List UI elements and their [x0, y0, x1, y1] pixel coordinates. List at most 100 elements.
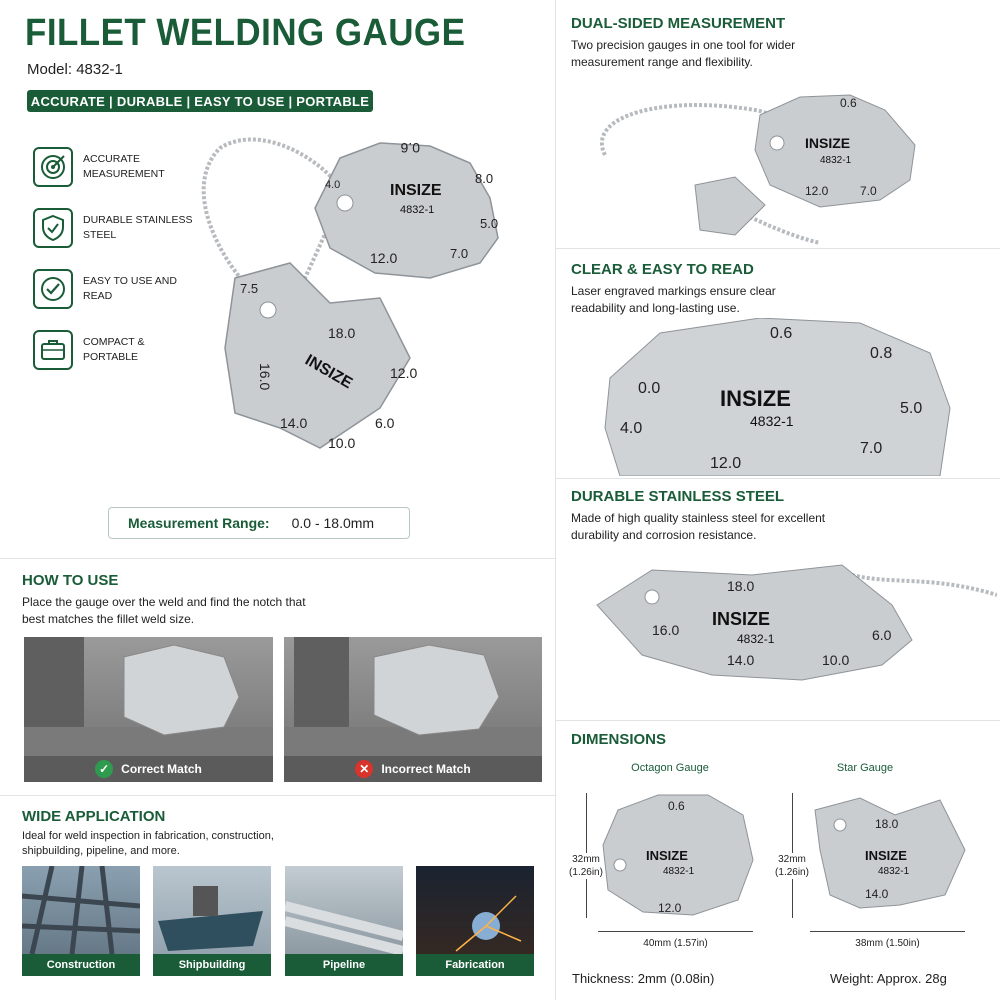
svg-text:0.8: 0.8: [870, 345, 892, 362]
brand-logo: INSIZE: [390, 182, 442, 199]
svg-text:12.0: 12.0: [390, 365, 417, 381]
svg-text:8.0: 8.0: [475, 171, 493, 186]
svg-text:4.0: 4.0: [325, 179, 340, 191]
svg-text:7.0: 7.0: [860, 184, 877, 198]
svg-text:6.0: 6.0: [872, 627, 892, 643]
clear-desc: Laser engraved markings ensure clear rea…: [571, 284, 776, 315]
section-divider: [556, 720, 1000, 721]
application-pipeline: Pipeline: [285, 866, 403, 976]
weight-spec: Weight: Approx. 28g: [830, 971, 947, 986]
gauge-model: 4832-1: [878, 866, 910, 877]
measurement-range: Measurement Range: 0.0 - 18.0mm: [108, 507, 410, 539]
application-construction: Construction: [22, 866, 140, 976]
column-divider: [555, 0, 556, 1000]
star-height-in: (1.26in): [775, 867, 809, 878]
how-to-use-title: HOW TO USE: [22, 572, 119, 589]
svg-text:10.0: 10.0: [328, 435, 355, 451]
section-divider: [0, 795, 555, 796]
dimensions-title: DIMENSIONS: [571, 731, 667, 748]
feature-label: DURABLE STAINLESS STEEL: [83, 214, 193, 241]
error-x-icon: ✕: [355, 760, 374, 778]
brand-logo: INSIZE: [720, 386, 791, 411]
feature-easy: EASY TO USE AND READ: [33, 268, 203, 310]
svg-text:5.0: 5.0: [480, 216, 498, 231]
svg-text:5.0: 5.0: [900, 400, 922, 417]
svg-text:7.0: 7.0: [450, 246, 468, 261]
feature-accurate: ACCURATE MEASUREMENT: [33, 146, 203, 188]
svg-text:7.0: 7.0: [860, 440, 882, 457]
section-divider: [556, 478, 1000, 479]
wide-application-desc: Ideal for weld inspection in fabrication…: [22, 830, 274, 857]
durable-desc: Made of high quality stainless steel for…: [571, 511, 826, 542]
briefcase-icon: [33, 330, 73, 370]
svg-text:16.0: 16.0: [257, 363, 273, 390]
svg-text:12.0: 12.0: [710, 455, 741, 472]
gauge-model: 4832-1: [663, 866, 695, 877]
star-width: 38mm (1.50in): [855, 938, 920, 949]
incorrect-match-photo: ✕ Incorrect Match: [284, 637, 542, 782]
svg-text:0.6: 0.6: [840, 96, 857, 110]
svg-text:18.0: 18.0: [727, 578, 754, 594]
incorrect-match-label: Incorrect Match: [381, 762, 471, 776]
svg-text:14.0: 14.0: [280, 415, 307, 431]
model-number: Model: 4832-1: [27, 61, 123, 78]
correct-match-label: Correct Match: [121, 762, 202, 776]
range-value: 0.0 - 18.0mm: [291, 515, 375, 531]
correct-match-photo: ✓ Correct Match: [24, 637, 273, 782]
page-title: FILLET WELDING GAUGE: [25, 12, 466, 54]
application-label: Pipeline: [285, 954, 403, 976]
dual-sided-image: 0.6 INSIZE 4832-1 7.0 12.0: [600, 94, 916, 245]
octagon-height: 32mm (1.26in): [566, 853, 606, 879]
svg-text:0.0: 0.0: [638, 380, 660, 397]
feature-label: EASY TO USE AND READ: [83, 275, 177, 302]
application-shipbuilding: Shipbuilding: [153, 866, 271, 976]
svg-text:7.5: 7.5: [240, 281, 258, 296]
incorrect-match-badge: ✕ Incorrect Match: [284, 756, 542, 782]
feature-label: COMPACT & PORTABLE: [83, 336, 145, 363]
gauge-model: 4832-1: [400, 204, 434, 216]
svg-text:14.0: 14.0: [727, 652, 754, 668]
svg-text:10.0: 10.0: [822, 652, 849, 668]
gauge-model: 4832-1: [820, 155, 852, 166]
durable-title: DURABLE STAINLESS STEEL: [571, 488, 785, 505]
svg-text:12.0: 12.0: [805, 184, 829, 198]
star-width-line: [810, 931, 965, 932]
octagon-gauge-label: Octagon Gauge: [631, 762, 709, 774]
svg-text:12.0: 12.0: [658, 901, 682, 915]
section-divider: [556, 248, 1000, 249]
clear-closeup-image: 0.6 0.8 0.0 4.0 INSIZE 4832-1 7.0 5.0 12…: [604, 318, 951, 476]
check-icon: ✓: [95, 760, 114, 778]
star-gauge-label: Star Gauge: [836, 762, 894, 774]
octagon-height-in: (1.26in): [569, 867, 603, 878]
svg-text:16.0: 16.0: [652, 622, 679, 638]
range-label: Measurement Range:: [128, 515, 270, 531]
tagline-banner: ACCURATE | DURABLE | EASY TO USE | PORTA…: [27, 90, 373, 112]
thickness-spec: Thickness: 2mm (0.08in): [572, 971, 715, 986]
product-gauges-image: 0.6 8.0 5.0 7.0 12.0 4.0 INSIZE 4832-1 7…: [201, 137, 499, 451]
svg-text:0.6: 0.6: [668, 799, 685, 813]
feature-compact: COMPACT & PORTABLE: [33, 329, 203, 371]
svg-text:0.6: 0.6: [400, 140, 420, 156]
correct-match-badge: ✓ Correct Match: [24, 756, 273, 782]
durable-star-image: 18.0 16.0 14.0 10.0 6.0 INSIZE 4832-1: [596, 564, 997, 681]
brand-logo: INSIZE: [805, 135, 850, 151]
svg-text:14.0: 14.0: [865, 887, 889, 901]
octagon-width-line: [598, 931, 753, 932]
svg-text:0.6: 0.6: [770, 325, 792, 342]
how-to-use-desc: Place the gauge over the weld and find t…: [22, 595, 306, 626]
star-gauge-drawing: 18.0 INSIZE 4832-1 14.0: [814, 797, 966, 909]
dual-sided-title: DUAL-SIDED MEASUREMENT: [571, 15, 786, 32]
wide-application-title: WIDE APPLICATION: [22, 808, 166, 825]
svg-text:6.0: 6.0: [375, 415, 395, 431]
brand-logo: INSIZE: [865, 848, 907, 863]
brand-logo: INSIZE: [712, 609, 770, 629]
clear-title: CLEAR & EASY TO READ: [571, 261, 754, 278]
application-label: Fabrication: [416, 954, 534, 976]
svg-text:12.0: 12.0: [370, 250, 397, 266]
gauge-model: 4832-1: [737, 632, 775, 646]
star-height: 32mm (1.26in): [772, 853, 812, 879]
svg-text:18.0: 18.0: [875, 817, 899, 831]
section-divider: [0, 558, 555, 559]
gauge-model: 4832-1: [750, 413, 794, 429]
application-label: Shipbuilding: [153, 954, 271, 976]
